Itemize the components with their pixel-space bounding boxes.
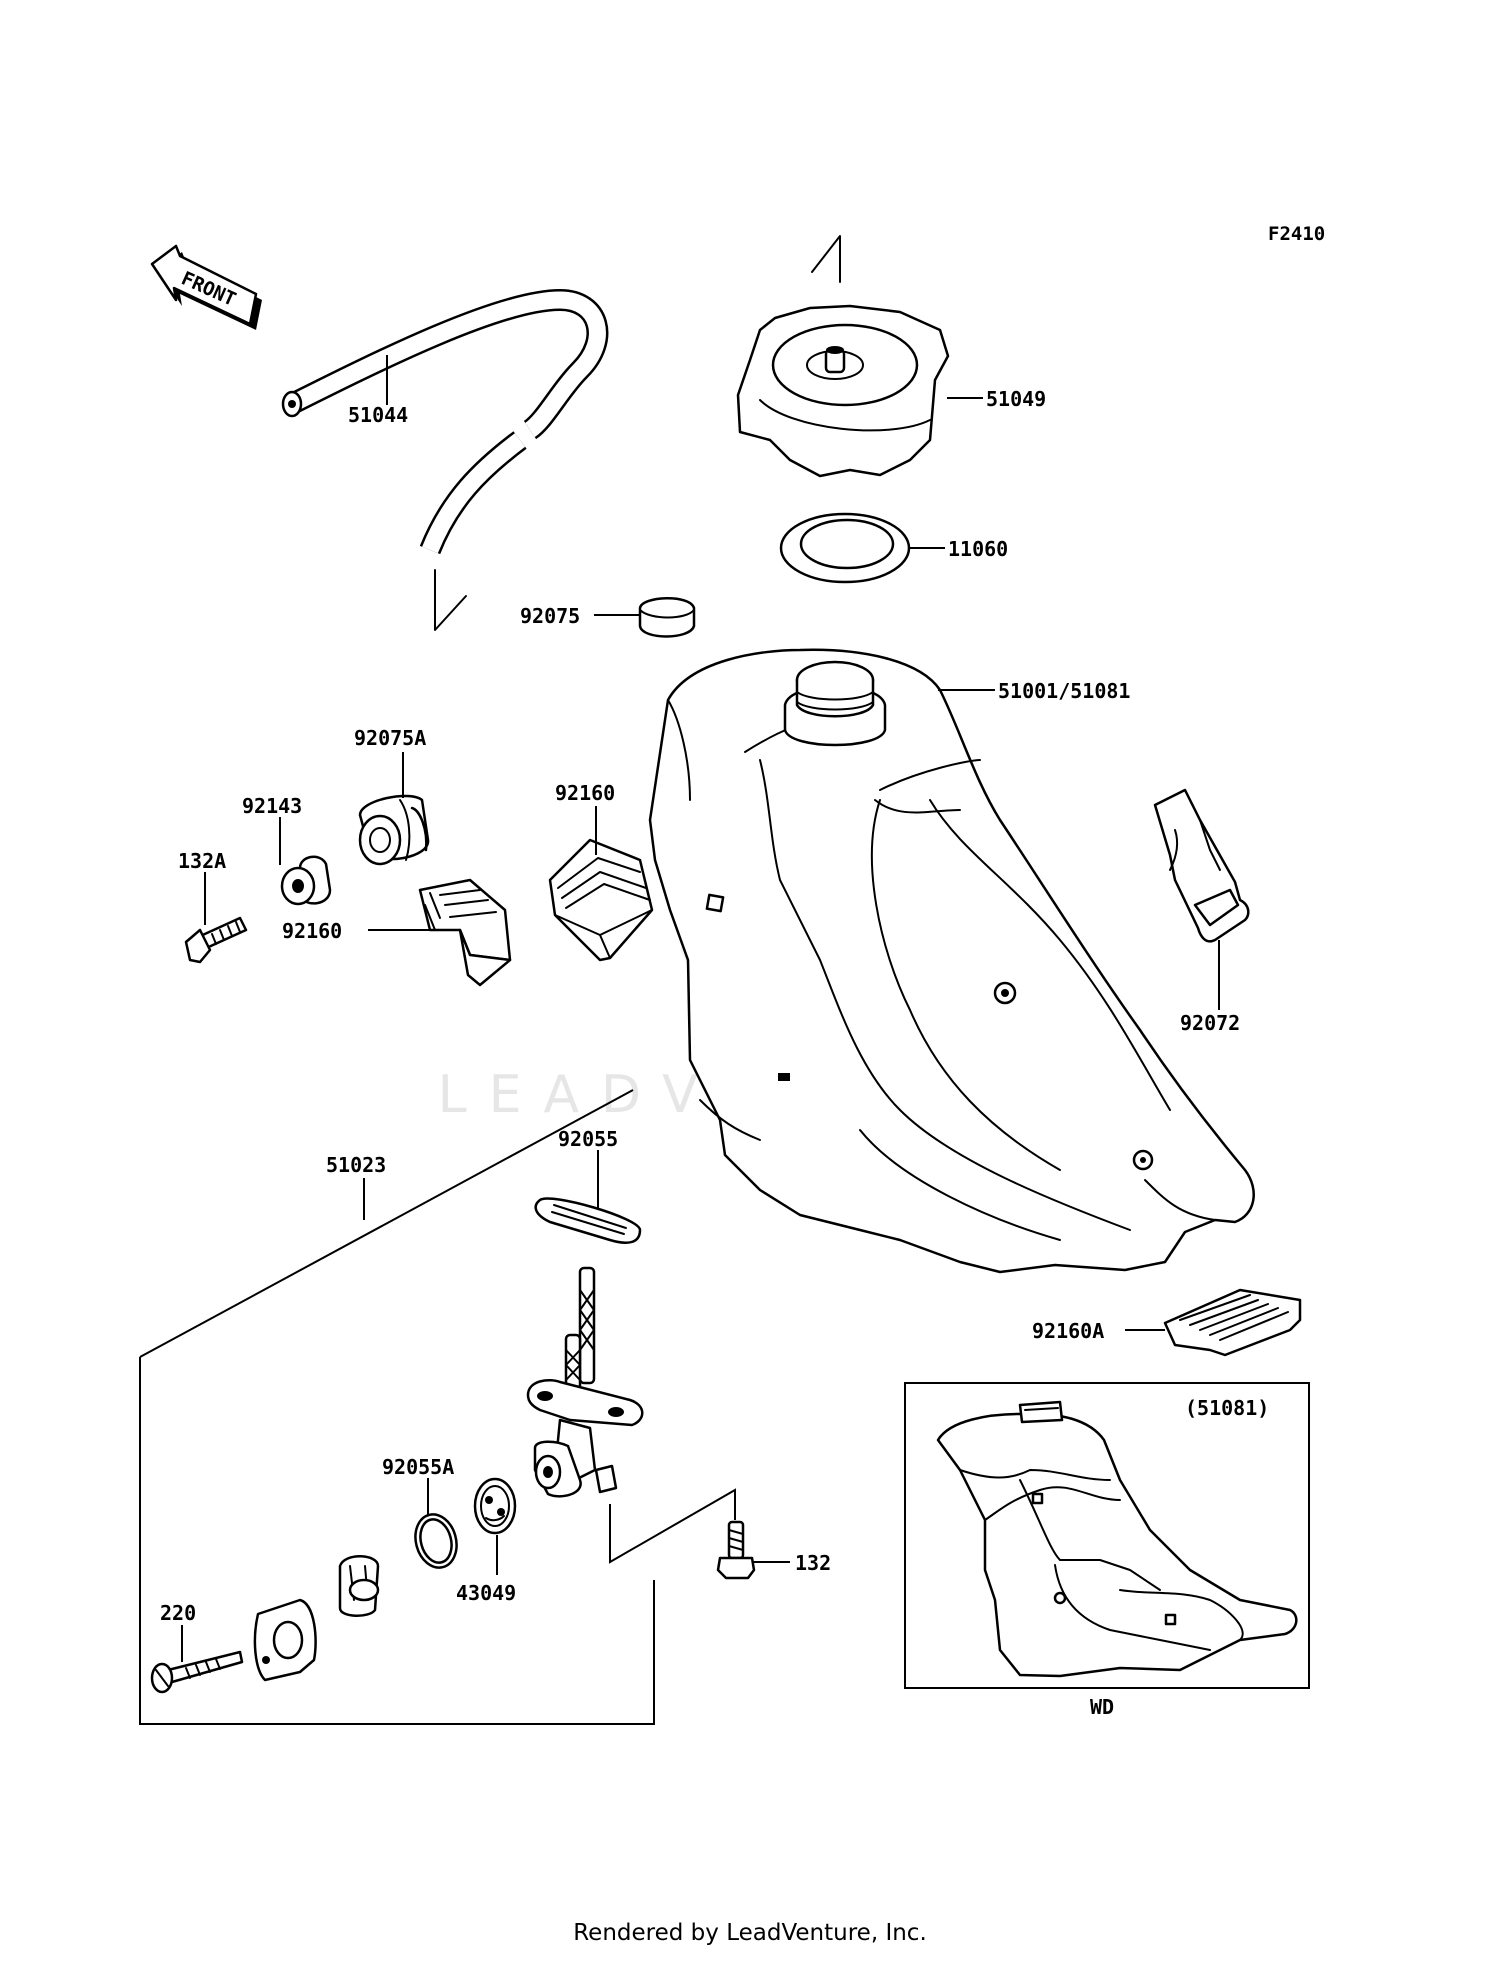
label-92160-upper: 92160 xyxy=(555,781,615,805)
bolt-132 xyxy=(716,1520,756,1580)
label-92075A: 92075A xyxy=(354,726,426,750)
screw-220 xyxy=(150,1650,244,1694)
label-92160A: 92160A xyxy=(1032,1319,1104,1343)
tank-pad-middle xyxy=(548,838,654,962)
fuel-cock-lever xyxy=(338,1555,380,1617)
rubber-damper xyxy=(358,794,430,866)
fuel-tank xyxy=(648,648,1255,1274)
bolt-132A xyxy=(184,916,248,964)
o-ring xyxy=(414,1513,458,1569)
diagram-code: F2410 xyxy=(1268,223,1325,245)
front-arrow-icon: FRONT xyxy=(150,244,262,330)
tank-band xyxy=(1153,788,1250,943)
tank-pad-rear xyxy=(1163,1288,1302,1357)
cap-gasket xyxy=(779,512,911,584)
wd-inset-box xyxy=(904,1382,1310,1689)
label-132A: 132A xyxy=(178,849,226,873)
label-51044: 51044 xyxy=(348,403,408,427)
fuel-cock-bracket xyxy=(139,1357,655,1725)
tank-pad-left xyxy=(418,878,512,987)
fuel-cock xyxy=(526,1266,644,1498)
label-92055: 92055 xyxy=(558,1127,618,1151)
rubber-cap xyxy=(638,597,696,638)
breather-hose xyxy=(281,288,609,555)
label-220: 220 xyxy=(160,1601,196,1625)
fuel-cock-gasket xyxy=(534,1197,642,1244)
diaphragm xyxy=(473,1477,517,1535)
label-92160-lower: 92160 xyxy=(282,919,342,943)
label-92072: 92072 xyxy=(1180,1011,1240,1035)
wd-fuel-tank xyxy=(936,1400,1298,1678)
collar xyxy=(280,855,332,906)
label-51023: 51023 xyxy=(326,1153,386,1177)
fuel-cap xyxy=(736,304,950,478)
label-11060: 11060 xyxy=(948,537,1008,561)
inset-part-label: (51081) xyxy=(1185,1396,1269,1420)
label-92143: 92143 xyxy=(242,794,302,818)
label-43049: 43049 xyxy=(456,1581,516,1605)
label-132: 132 xyxy=(795,1551,831,1575)
label-92075: 92075 xyxy=(520,604,580,628)
label-92055A: 92055A xyxy=(382,1455,454,1479)
cover-plate xyxy=(253,1598,317,1682)
inset-variant-label: WD xyxy=(1090,1695,1114,1719)
label-51049: 51049 xyxy=(986,387,1046,411)
render-credit: Rendered by LeadVenture, Inc. xyxy=(573,1920,927,1946)
label-51001-51081: 51001/51081 xyxy=(998,679,1130,703)
